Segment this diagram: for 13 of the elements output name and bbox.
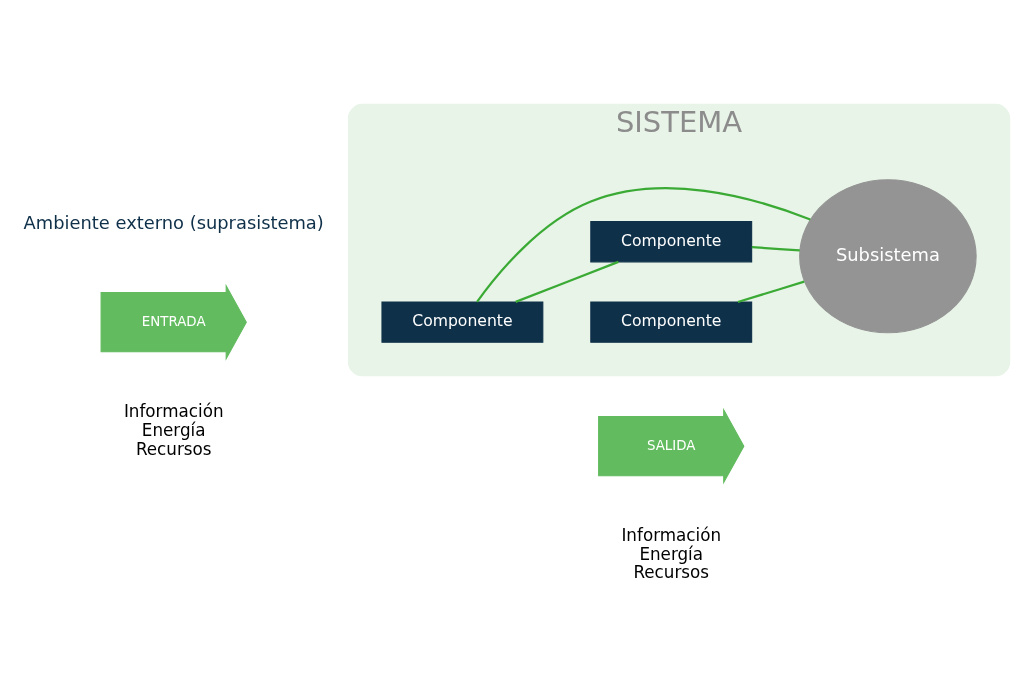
node-label: Información: [621, 524, 722, 545]
node-box: Componente: [590, 301, 753, 343]
node-label: Información: [123, 400, 224, 421]
node-box: Componente: [590, 221, 753, 263]
node-ellipse: Subsistema: [799, 179, 977, 334]
node-label: Energía: [141, 419, 206, 440]
node-box: Componente: [381, 301, 544, 343]
connector: [476, 187, 811, 303]
node-label: Energía: [639, 543, 704, 564]
connector: [751, 246, 800, 252]
label: Ambiente externo (suprasistema): [23, 212, 324, 234]
connector: [737, 280, 805, 304]
connector: [515, 260, 619, 303]
